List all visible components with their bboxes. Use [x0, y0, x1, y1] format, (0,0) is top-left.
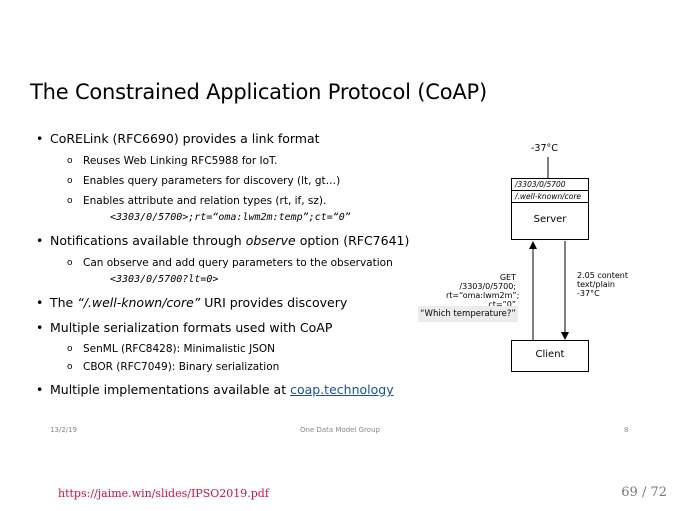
- sub-bullet: Enables query parameters for discovery (…: [67, 175, 340, 187]
- code-sample: <3303/0/5700?lt=0>: [110, 274, 219, 285]
- response-line: 2.05 content: [577, 271, 628, 280]
- text: Notifications available through: [50, 233, 246, 248]
- response-label: 2.05 content text/plain -37°C: [577, 271, 628, 298]
- sub-bullet: Enables attribute and relation types (rt…: [67, 195, 326, 207]
- bullet-implementations: Multiple implementations available at co…: [36, 382, 394, 397]
- footer-slide-number: 8: [624, 426, 629, 434]
- text: URI provides discovery: [200, 295, 348, 310]
- page-counter: 69 / 72: [621, 485, 667, 500]
- text: option (RFC7641): [295, 233, 410, 248]
- client-box: Client: [511, 340, 589, 372]
- text-em: “/.well-known/core”: [77, 295, 201, 310]
- text: Multiple implementations available at: [50, 382, 291, 397]
- response-arrowhead: [561, 332, 569, 340]
- bullet-notifications: Notifications available through observe …: [36, 233, 410, 248]
- server-box: /3303/0/5700 /.well-known/core Server: [511, 178, 589, 240]
- get-request-label: GET /3303/0/5700; rt=“oma:lwm2m”; ct=“0”: [446, 273, 520, 309]
- text-em: observe: [245, 233, 296, 248]
- resource-temperature: /3303/0/5700: [512, 179, 588, 191]
- title-text: The: [30, 80, 75, 104]
- source-url-link[interactable]: https://jaime.win/slides/IPSO2019.pdf: [58, 487, 269, 500]
- client-label: Client: [535, 349, 565, 360]
- coap-technology-link[interactable]: coap.technology: [290, 382, 394, 397]
- slide-title: The Constrained Application Protocol (Co…: [30, 80, 487, 104]
- sub-bullet: Reuses Web Linking RFC5988 for IoT.: [67, 155, 277, 167]
- bullet-corelink: CoRELink (RFC6690) provides a link forma…: [36, 131, 320, 146]
- question-callout: “Which temperature?”: [418, 306, 518, 322]
- sub-bullet: CBOR (RFC7049): Binary serialization: [67, 361, 279, 373]
- title-text: Application: [206, 80, 322, 104]
- get-line: ct=“0”: [488, 300, 516, 309]
- title-text: Constrained: [74, 80, 200, 104]
- response-line: -37°C: [577, 289, 600, 298]
- sub-bullet: SenML (RFC8428): Minimalistic JSON: [67, 343, 275, 355]
- bullet-serialization: Multiple serialization formats used with…: [36, 320, 332, 335]
- get-line: /3303/0/5700;: [459, 282, 516, 291]
- code-sample: <3303/0/5700>;rt=“oma:lwm2m:temp”;ct=“0”: [110, 212, 351, 223]
- get-line: rt=“oma:lwm2m”;: [446, 291, 520, 300]
- text: The: [50, 295, 78, 310]
- title-text: (CoAP): [417, 80, 487, 104]
- sub-bullet: Can observe and add query parameters to …: [67, 257, 393, 269]
- slide: The Constrained Application Protocol (Co…: [0, 0, 681, 470]
- get-line: GET: [499, 273, 516, 282]
- title-text: Protocol: [327, 80, 411, 104]
- bullet-discovery: The “/.well-known/core” URI provides dis…: [36, 295, 348, 310]
- server-label: Server: [533, 214, 567, 225]
- request-arrowhead: [529, 241, 537, 249]
- response-line: text/plain: [577, 280, 615, 289]
- footer-date: 13/2/19: [50, 426, 77, 434]
- footer-org: One Data Model Group: [300, 426, 380, 434]
- temperature-label: -37°C: [531, 143, 558, 154]
- resource-well-known: /.well-known/core: [512, 191, 588, 203]
- diagram-lines: [529, 157, 569, 340]
